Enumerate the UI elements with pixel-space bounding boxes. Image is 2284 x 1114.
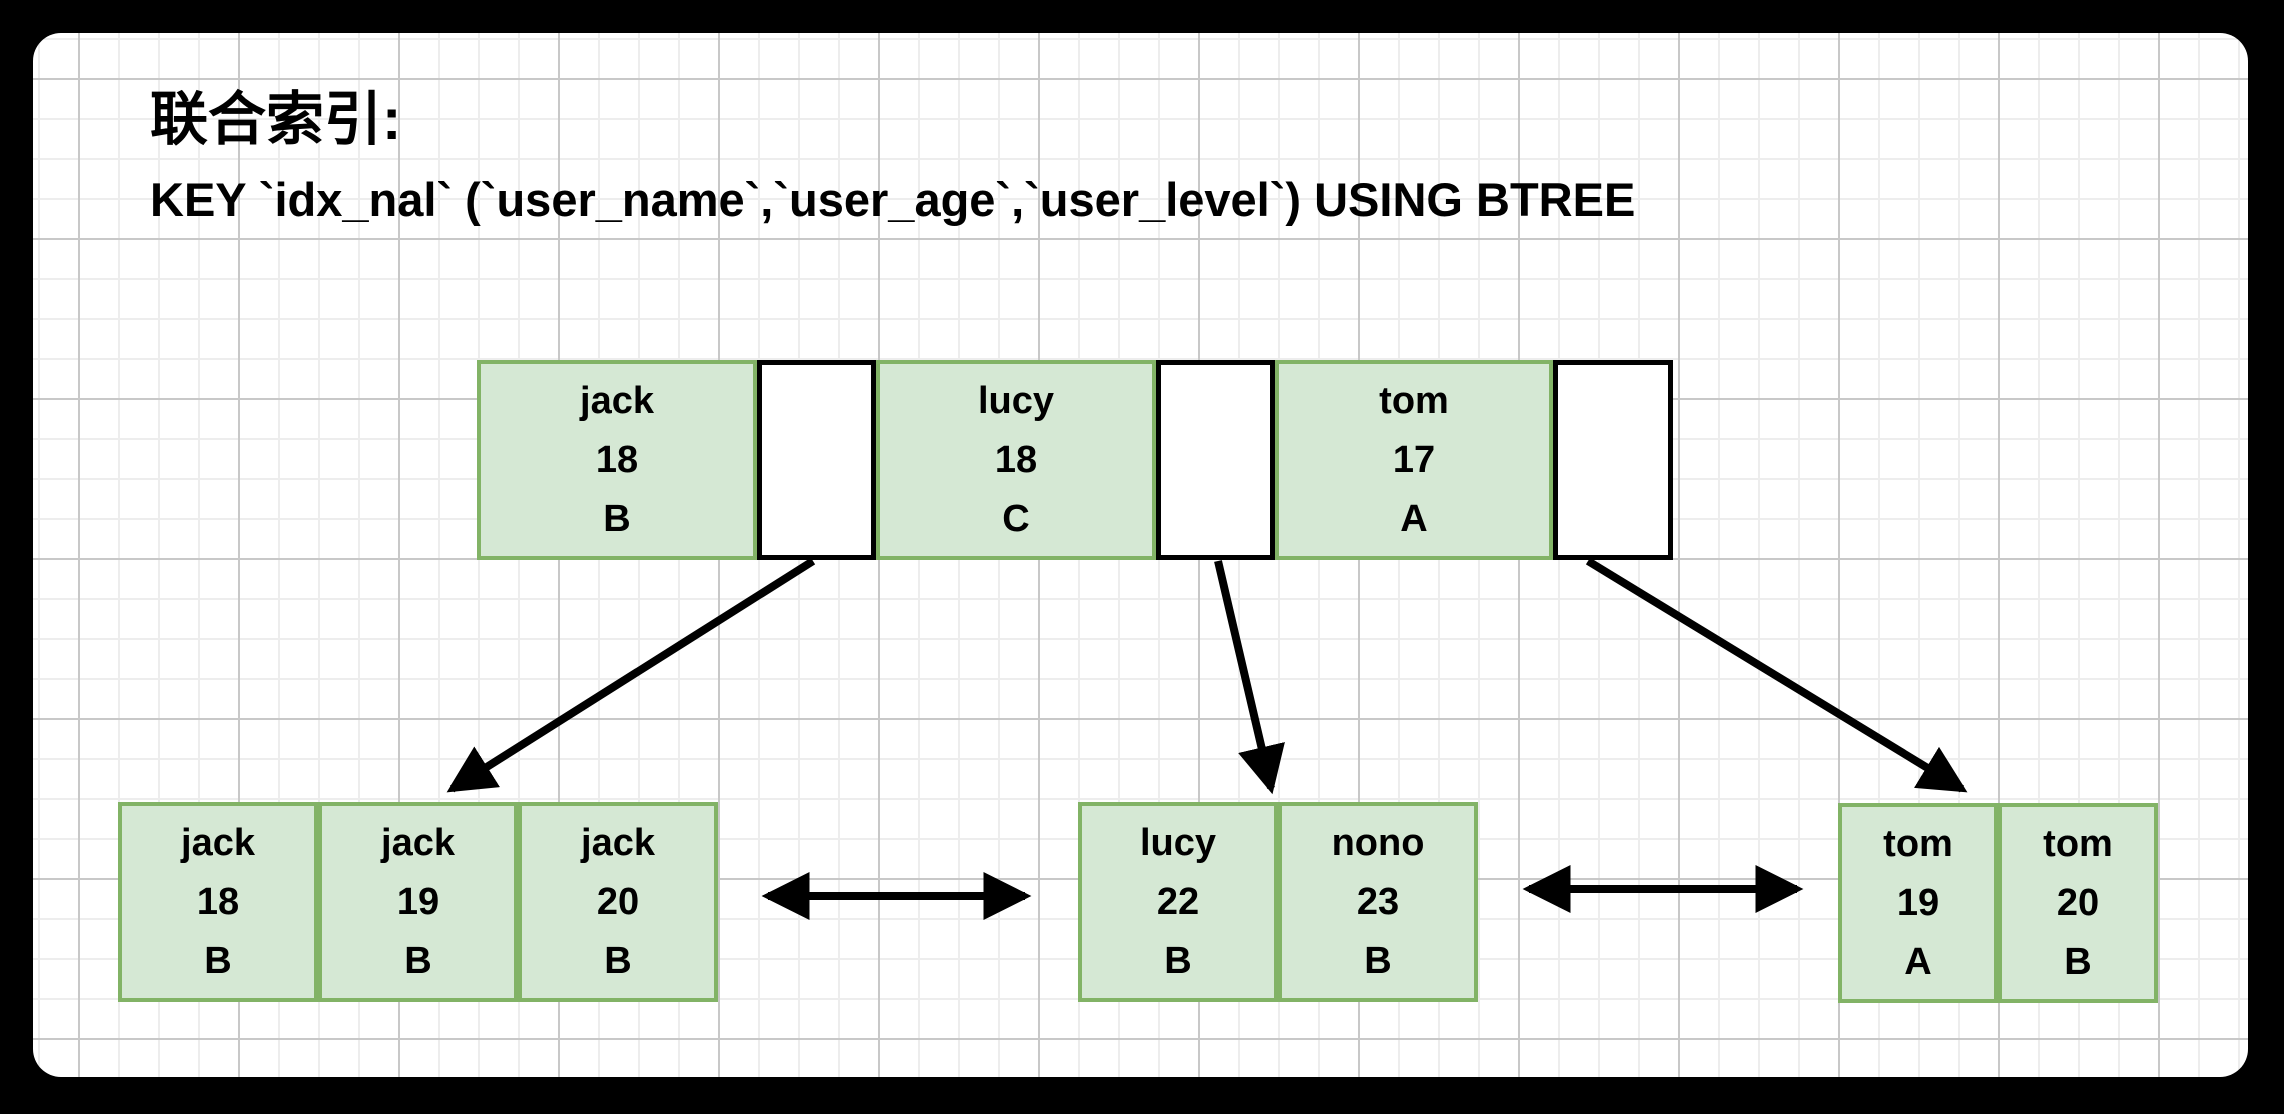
cell-name: tom	[2043, 822, 2113, 865]
index-cell-leaf3-tom20: tom 20 B	[1998, 803, 2158, 1003]
index-cell-leaf1-jack20: jack 20 B	[518, 802, 718, 1002]
index-cell-root-tom: tom 17 A	[1275, 360, 1553, 560]
index-cell-root-jack: jack 18 B	[477, 360, 757, 560]
diagram-title-line1: 联合索引:	[150, 87, 402, 152]
cell-level: B	[204, 939, 232, 982]
cell-level: B	[404, 939, 432, 982]
cell-level: B	[604, 939, 632, 982]
btree-leaf-node-3: tom 19 A tom 20 B	[1838, 803, 2158, 1003]
cell-name: jack	[381, 821, 455, 864]
cell-name: jack	[581, 821, 655, 864]
cell-age: 20	[596, 880, 640, 923]
cell-name: nono	[1331, 821, 1425, 864]
cell-level: B	[2064, 940, 2092, 983]
cell-age: 18	[196, 880, 240, 923]
cell-name: lucy	[977, 379, 1055, 422]
cell-name: jack	[181, 821, 255, 864]
index-cell-leaf3-tom19: tom 19 A	[1838, 803, 1998, 1003]
cell-age: 18	[994, 438, 1038, 481]
arrow-root-to-leaf-3	[1585, 557, 1968, 793]
cell-level: C	[1002, 497, 1030, 540]
child-pointer-box-3	[1553, 360, 1673, 560]
cell-level: B	[1364, 939, 1392, 982]
index-cell-root-lucy: lucy 18 C	[876, 360, 1156, 560]
cell-age: 19	[396, 880, 440, 923]
cell-age: 19	[1896, 881, 1940, 924]
index-cell-leaf1-jack19: jack 19 B	[318, 802, 518, 1002]
cell-level: B	[1164, 939, 1192, 982]
cell-level: A	[1904, 940, 1932, 983]
child-pointer-box-2	[1156, 360, 1275, 560]
btree-leaf-node-1: jack 18 B jack 19 B jack 20 B	[118, 802, 718, 1002]
cell-name: lucy	[1139, 821, 1217, 864]
cell-age: 22	[1156, 880, 1200, 923]
cell-name: jack	[580, 379, 654, 422]
cell-age: 18	[595, 438, 639, 481]
index-cell-leaf2-lucy22: lucy 22 B	[1078, 802, 1278, 1002]
btree-leaf-node-2: lucy 22 B nono 23 B	[1078, 802, 1478, 1002]
index-cell-leaf1-jack18: jack 18 B	[118, 802, 318, 1002]
arrow-root-to-leaf-1	[446, 557, 816, 793]
cell-age: 20	[2056, 881, 2100, 924]
child-pointer-box-1	[757, 360, 876, 560]
cell-level: B	[603, 497, 631, 540]
btree-root-node: jack 18 B lucy 18 C tom 17 A	[477, 360, 1673, 560]
cell-name: tom	[1883, 822, 1953, 865]
cell-age: 17	[1392, 438, 1436, 481]
index-cell-leaf2-nono23: nono 23 B	[1278, 802, 1478, 1002]
cell-level: A	[1400, 497, 1428, 540]
arrow-root-to-leaf-2	[1214, 560, 1285, 795]
diagram-title-line2: KEY `idx_nal` (`user_name`,`user_age`,`u…	[150, 173, 1636, 226]
cell-age: 23	[1356, 880, 1400, 923]
cell-name: tom	[1379, 379, 1449, 422]
